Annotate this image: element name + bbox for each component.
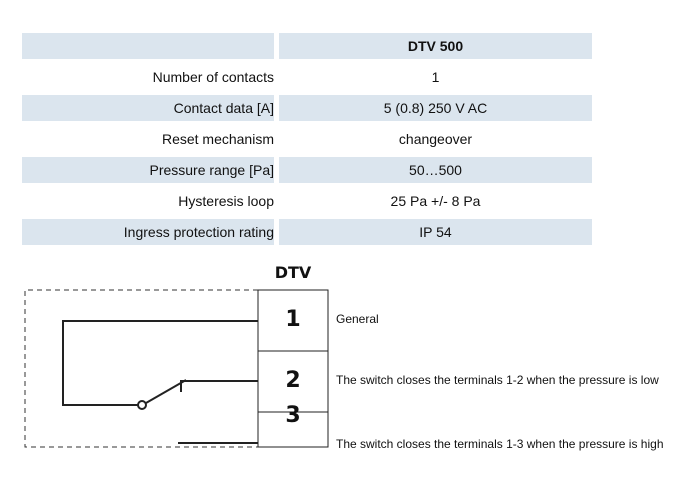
housing-outline — [24, 289, 258, 448]
terminal-block — [257, 289, 329, 448]
row-label: Hysteresis loop — [178, 193, 274, 209]
row-label: Number of contacts — [152, 69, 274, 85]
row-value: changeover — [398, 131, 473, 147]
row-value: 50…500 — [279, 157, 592, 183]
row-label: Pressure range [Pa] — [22, 157, 274, 183]
row-value: IP 54 — [279, 219, 592, 245]
wire-common — [62, 320, 258, 406]
table-header-row: DTV 500 — [22, 33, 592, 59]
wiring-diagram: DTV 1 2 3 General The switch closes the … — [0, 255, 700, 500]
row-value: 5 (0.8) 250 V AC — [279, 95, 592, 121]
table-row: Contact data [A] 5 (0.8) 250 V AC — [22, 95, 592, 121]
table-row: Number of contacts 1 — [22, 64, 592, 90]
header-empty-cell — [22, 33, 274, 59]
row-label: Contact data [A] — [22, 95, 274, 121]
wiring-schematic — [24, 289, 329, 448]
terminal-number-3: 3 — [285, 403, 301, 428]
terminal-description-1: General — [336, 312, 379, 326]
switch-arm — [145, 379, 187, 404]
row-label: Ingress protection rating — [22, 219, 274, 245]
switch-pivot — [137, 400, 147, 410]
table-row: Pressure range [Pa] 50…500 — [22, 157, 592, 183]
table-row: Ingress protection rating IP 54 — [22, 219, 592, 245]
diagram-title: DTV — [274, 263, 312, 282]
wire-terminal-2 — [180, 380, 258, 392]
row-value: 25 Pa +/- 8 Pa — [390, 193, 481, 209]
row-value: 1 — [431, 69, 440, 85]
header-model-cell: DTV 500 — [279, 33, 592, 59]
terminal-number-1: 1 — [285, 307, 301, 332]
terminal-description-3: The switch closes the terminals 1-3 when… — [336, 437, 664, 451]
terminal-number-2: 2 — [285, 368, 301, 393]
table-row: Hysteresis loop 25 Pa +/- 8 Pa — [22, 188, 592, 214]
table-row: Reset mechanism changeover — [22, 126, 592, 152]
terminal-description-2: The switch closes the terminals 1-2 when… — [336, 373, 659, 387]
row-label: Reset mechanism — [161, 131, 274, 147]
